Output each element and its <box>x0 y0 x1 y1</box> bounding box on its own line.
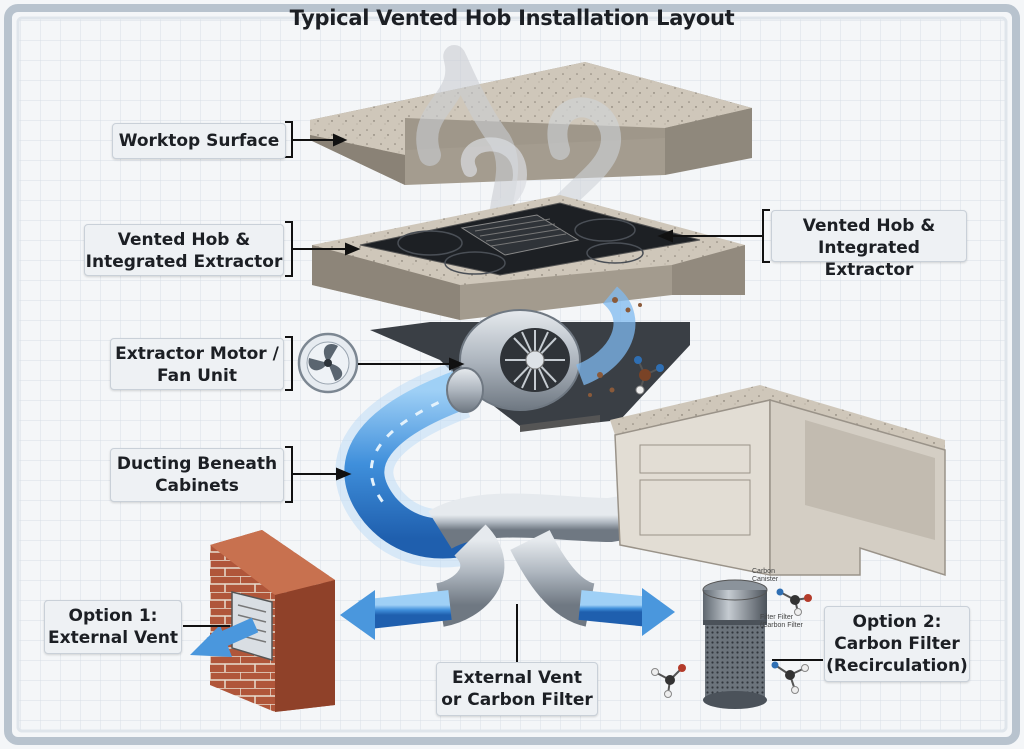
label-option1-line1: Option 1: <box>68 606 158 626</box>
label-worktop-surface: Worktop Surface <box>112 123 286 159</box>
label-option-1: Option 1: External Vent <box>44 600 182 654</box>
label-external-vent-or-carbon-filter: External Vent or Carbon Filter <box>436 662 598 716</box>
label-extractor-motor: Extractor Motor / Fan Unit <box>110 338 284 390</box>
label-junction-line2: or Carbon Filter <box>441 690 593 710</box>
fan-icon <box>297 332 359 394</box>
label-motor-line2: Fan Unit <box>157 366 237 386</box>
label-option2-line2: Carbon Filter <box>834 634 960 654</box>
label-hob-right-line1: Vented Hob & <box>802 216 936 236</box>
label-hob-left-line2: Integrated Extractor <box>85 252 283 272</box>
molecule-motor <box>634 356 664 395</box>
label-ducting: Ducting Beneath Cabinets <box>110 448 284 502</box>
molecule-left <box>651 664 686 698</box>
brick-wall-illustration <box>190 530 335 712</box>
label-option2-line3: (Recirculation) <box>826 656 968 676</box>
label-option1-line2: External Vent <box>48 628 178 648</box>
canister-label-top-line2: Canister <box>752 576 779 583</box>
vented-hob-illustration <box>312 195 745 320</box>
canister-label-mid: Filter Filter (Carbon Filter <box>760 614 803 630</box>
label-junction-line1: External Vent <box>452 668 582 688</box>
kitchen-cabinets-illustration <box>610 385 946 577</box>
molecule-top-right <box>776 588 812 616</box>
canister-label-mid-line2: (Carbon Filter <box>760 622 803 629</box>
label-vented-hob-right: Vented Hob & Integrated Extractor <box>771 210 967 280</box>
pointer-lines <box>183 121 823 662</box>
canister-label-top: Carbon Canister <box>752 568 778 584</box>
label-ducting-line1: Ducting Beneath <box>116 454 278 474</box>
frame-border <box>4 4 1020 745</box>
label-vented-hob-left: Vented Hob & Integrated Extractor <box>84 224 284 276</box>
label-option-2: Option 2: Carbon Filter (Recirculation) <box>824 606 970 682</box>
label-hob-left-line1: Vented Hob & <box>117 230 251 250</box>
label-hob-right-line2: Integrated Extractor <box>818 238 920 280</box>
carbon-filter-canister-illustration <box>702 579 768 709</box>
molecule-bottom-right <box>771 661 809 694</box>
label-worktop-text: Worktop Surface <box>118 131 280 151</box>
airflow-arrows <box>340 588 675 640</box>
canister-label-mid-line1: Filter Filter <box>760 614 794 621</box>
label-motor-line1: Extractor Motor / <box>115 344 279 364</box>
label-option2-line1: Option 2: <box>852 612 942 632</box>
label-ducting-line2: Cabinets <box>155 476 239 496</box>
page-title: Typical Vented Hob Installation Layout <box>289 6 735 30</box>
canister-label-top-line1: Carbon <box>752 568 775 575</box>
